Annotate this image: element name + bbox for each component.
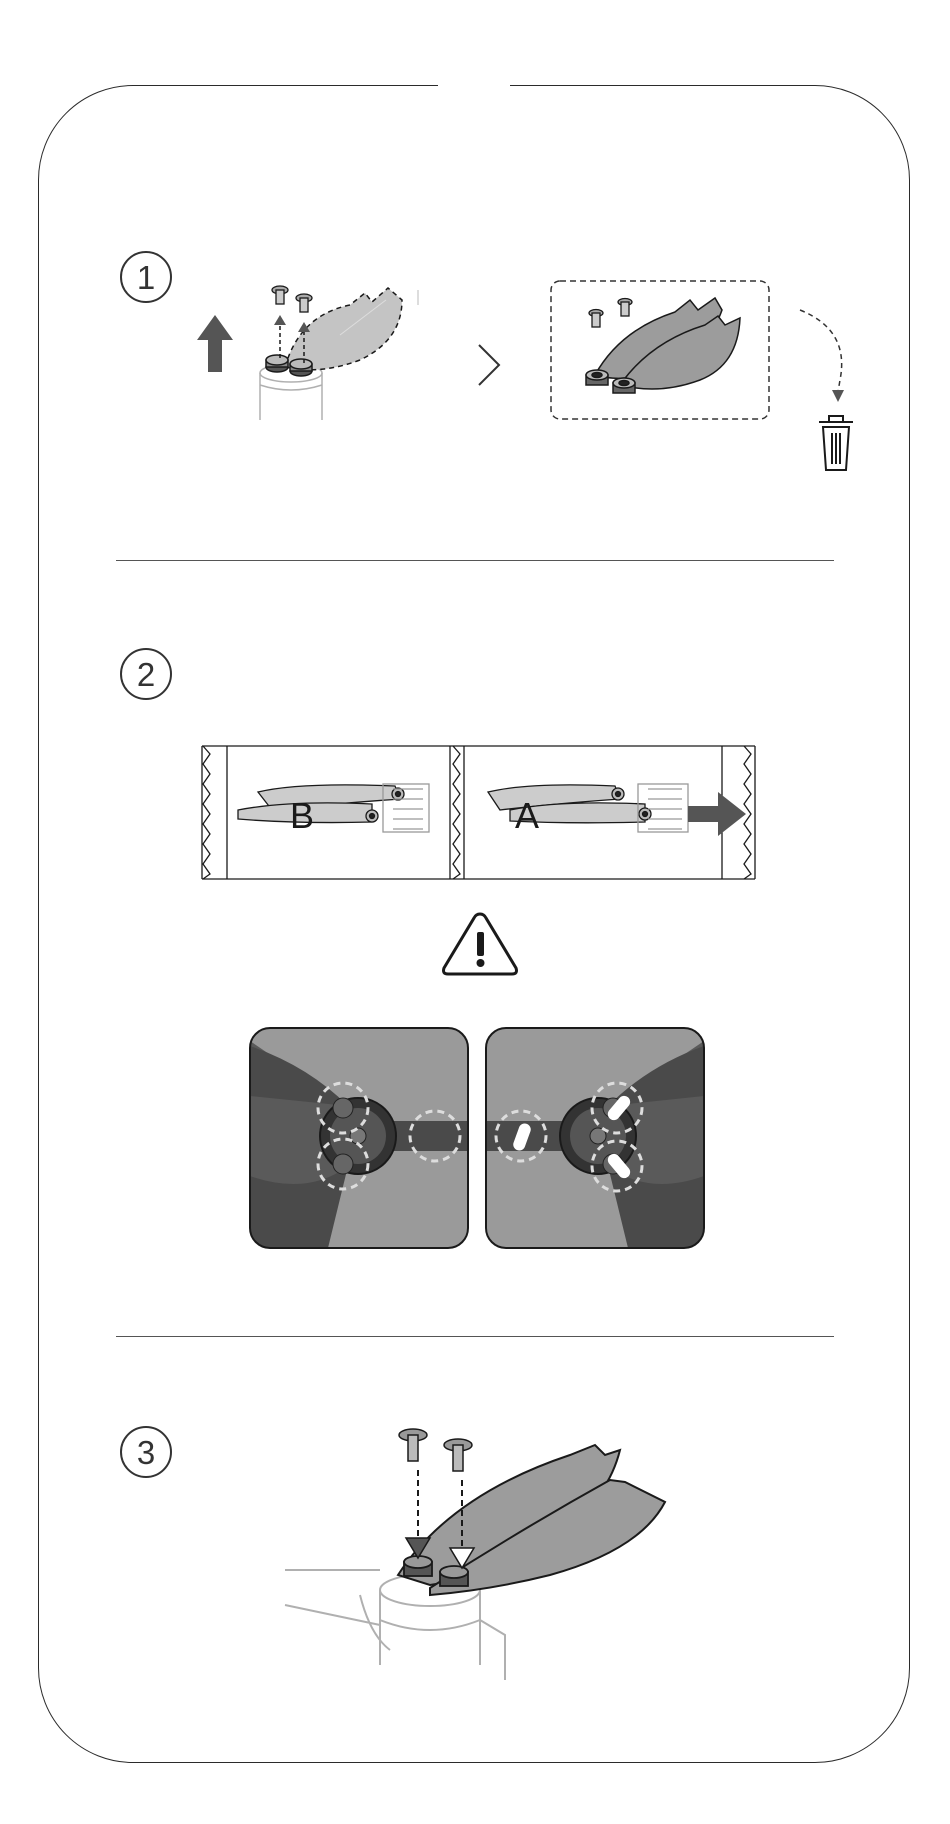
discard-old-parts-illustration xyxy=(550,280,860,480)
step-1-number: 1 xyxy=(120,251,172,303)
step-3-number: 3 xyxy=(120,1426,172,1478)
install-propeller-illustration xyxy=(280,1420,680,1700)
propeller-icon xyxy=(595,298,740,389)
remove-propeller-illustration xyxy=(190,260,430,430)
up-arrow-icon xyxy=(197,315,233,372)
motor-mark-comparison xyxy=(248,1026,706,1250)
right-arrow-icon xyxy=(688,792,746,836)
chevron-right-icon xyxy=(473,340,503,390)
screw-icon xyxy=(589,299,632,328)
section-divider xyxy=(116,560,834,561)
motor-unmarked-panel xyxy=(250,1028,468,1248)
package-label-b: B xyxy=(290,795,314,836)
section-divider xyxy=(116,1336,834,1337)
dashed-arrow-icon xyxy=(800,310,842,392)
trash-icon xyxy=(819,416,853,470)
screw-icon xyxy=(272,286,312,312)
warning-icon xyxy=(440,910,520,980)
motor-marked-panel xyxy=(486,1028,704,1248)
propeller-icon xyxy=(398,1445,665,1595)
propeller-packages-illustration: B A xyxy=(200,744,780,884)
frame-notch xyxy=(438,80,510,92)
screw-icon xyxy=(399,1429,472,1471)
step-2-number: 2 xyxy=(120,648,172,700)
package-label-a: A xyxy=(515,795,539,836)
package-b xyxy=(238,784,429,832)
